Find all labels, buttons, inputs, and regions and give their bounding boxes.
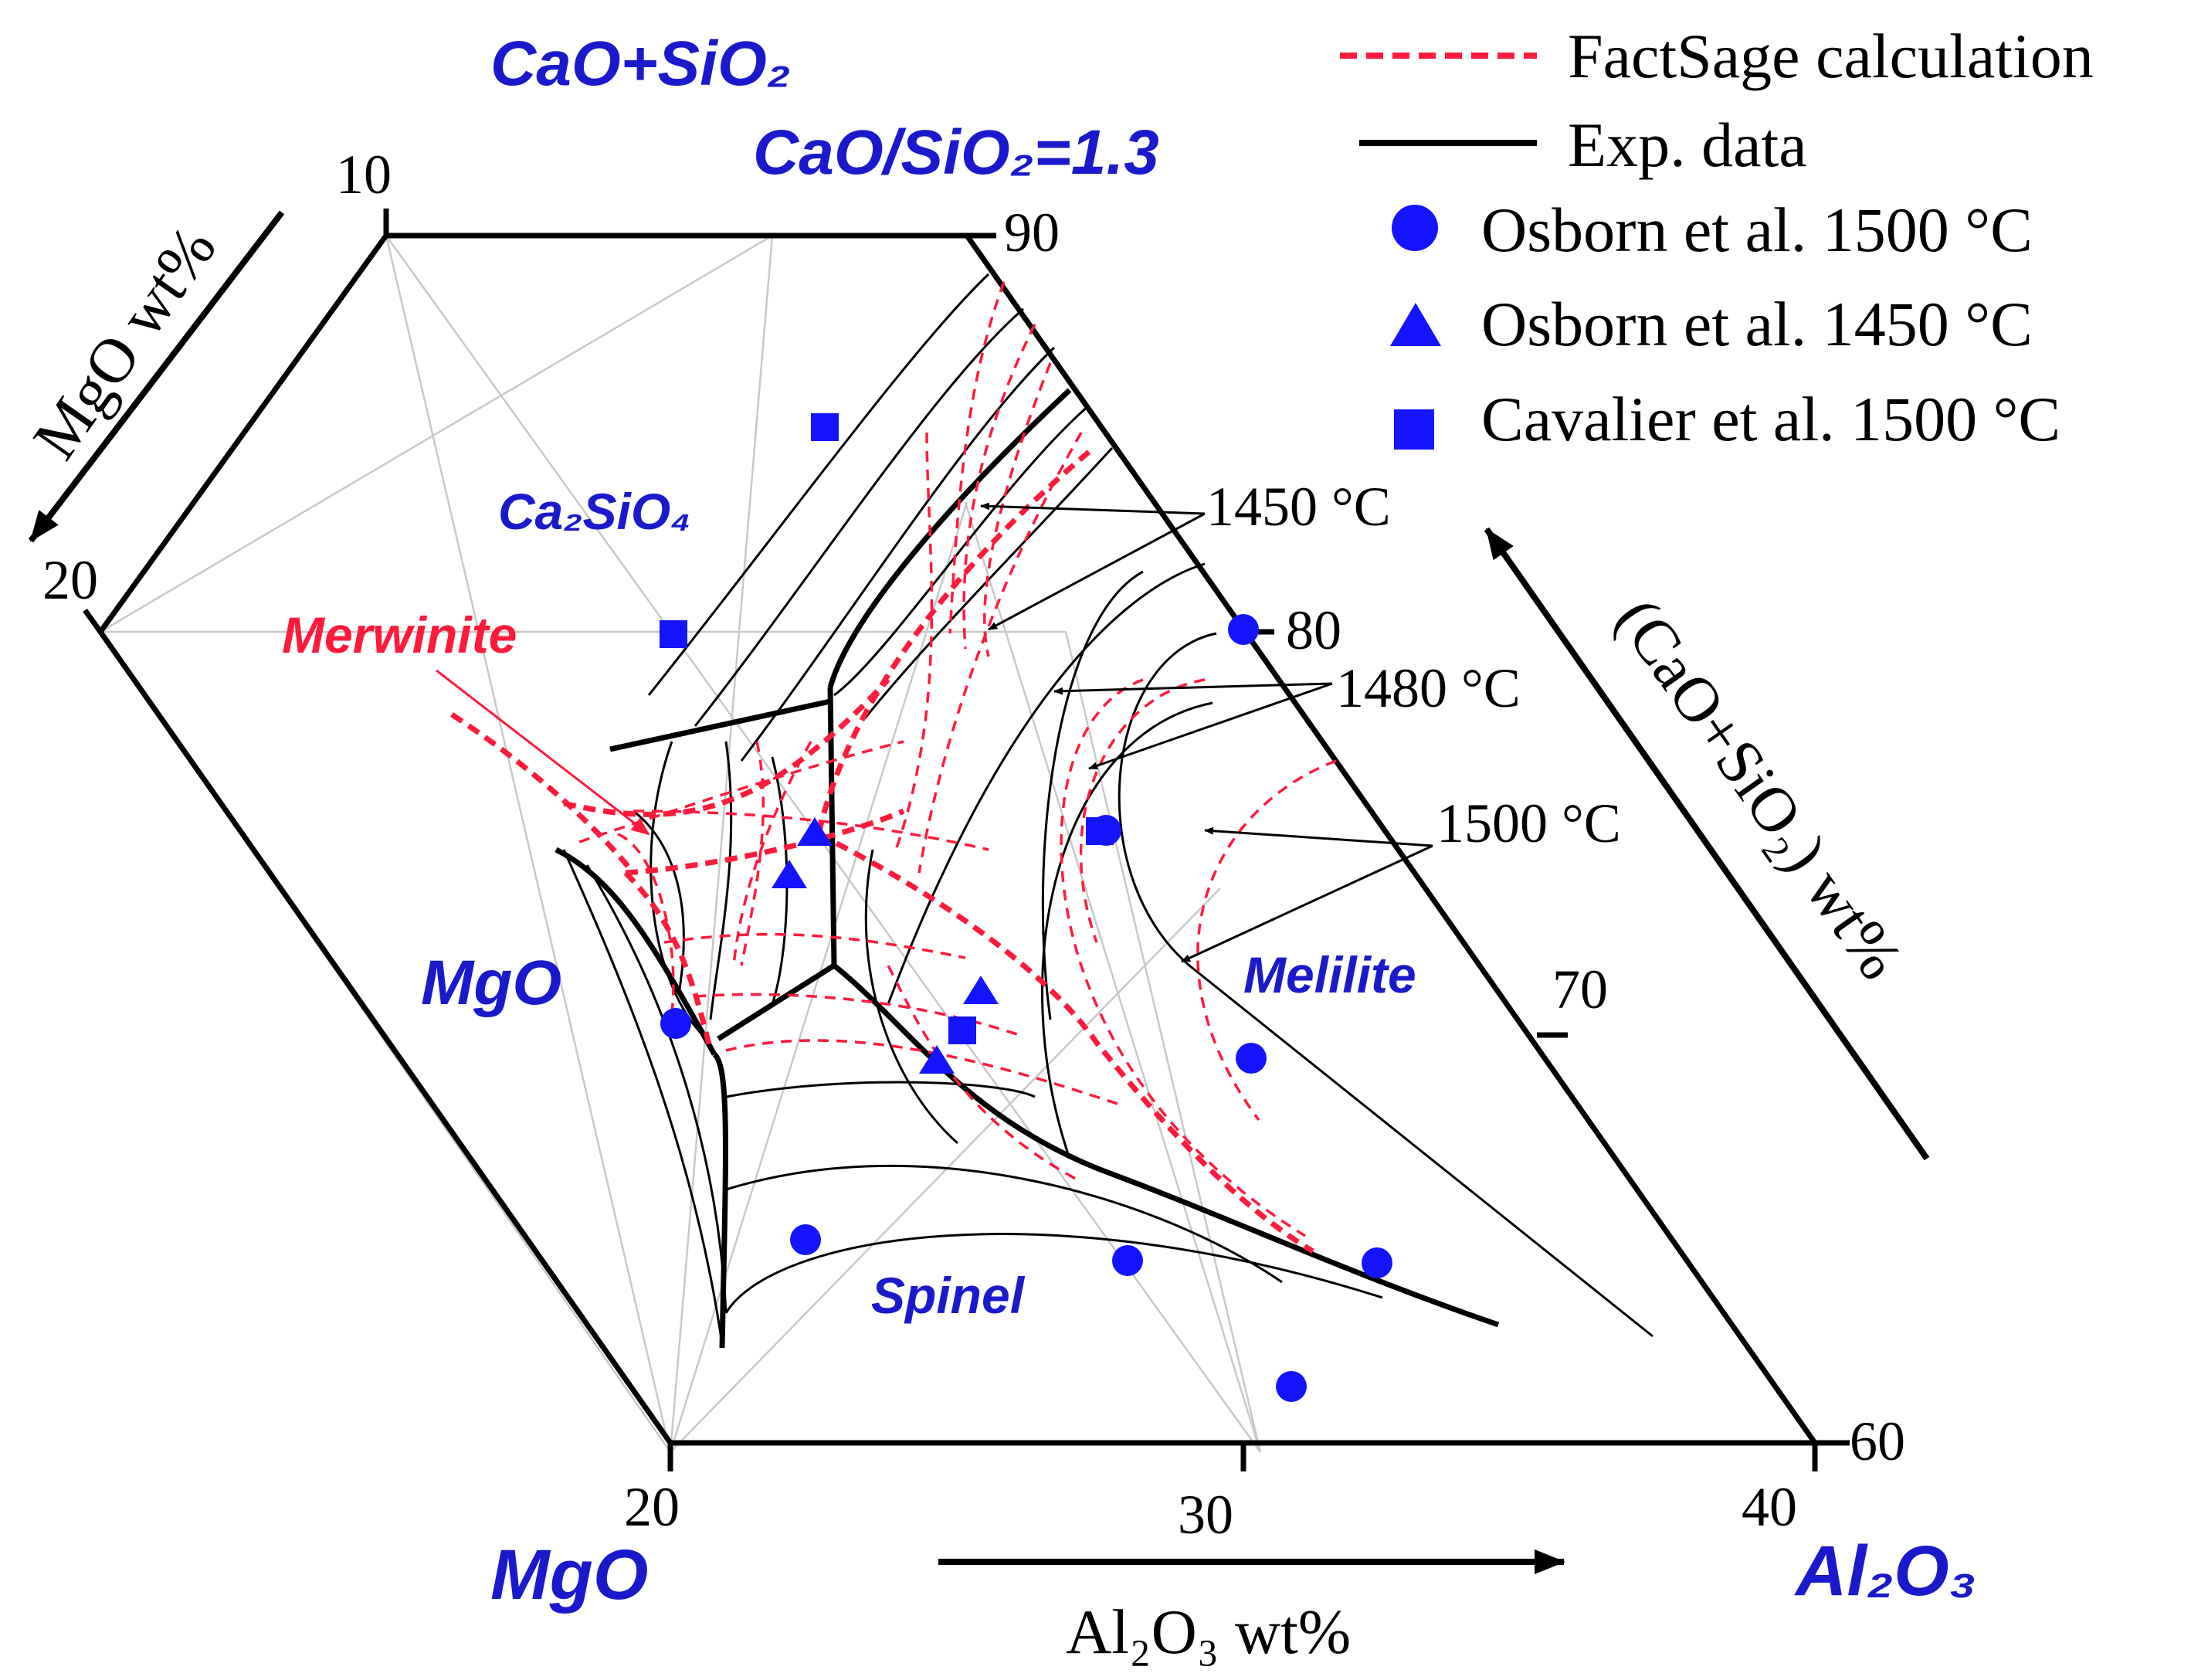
mgo-axis-arrow bbox=[28, 210, 285, 543]
osborn-1450-point bbox=[797, 817, 833, 846]
phase-spinel-label: Spinel bbox=[871, 1267, 1026, 1324]
tick-al2o3-30: 30 bbox=[1178, 1484, 1233, 1546]
al2o3-axis-title: Al₂O₃ wt% bbox=[1066, 1597, 1351, 1667]
isotherm-1480-label: 1480 °C bbox=[1336, 657, 1521, 719]
merwinite-pointer bbox=[436, 669, 650, 836]
phase-mgo-label: MgO bbox=[421, 948, 561, 1018]
osborn-1500-point bbox=[1236, 1043, 1267, 1074]
cavalier-1500-point bbox=[660, 620, 687, 648]
tick-al2o3-20: 20 bbox=[624, 1476, 680, 1538]
phase-melilite-label: Melilite bbox=[1243, 946, 1416, 1003]
tick-mgo-10: 10 bbox=[336, 144, 392, 205]
osborn-1500-point bbox=[1228, 614, 1259, 645]
cavalier-1500-point bbox=[1086, 817, 1114, 845]
mgo-axis-title: MgO wt% bbox=[19, 213, 229, 471]
tick-cs-70: 70 bbox=[1552, 959, 1608, 1020]
osborn-1500-point bbox=[660, 1008, 691, 1039]
osborn-1500-point bbox=[790, 1224, 821, 1255]
tick-mgo-20: 20 bbox=[42, 549, 98, 611]
osborn-1500-markers bbox=[660, 614, 1392, 1402]
left-corner-label: MgO bbox=[490, 1536, 648, 1614]
osborn-1500-point bbox=[1112, 1245, 1143, 1276]
osborn-1500-point bbox=[1362, 1247, 1392, 1278]
tick-cs-90: 90 bbox=[1004, 202, 1060, 263]
isotherm-1500-label: 1500 °C bbox=[1436, 792, 1621, 854]
osborn-1450-point bbox=[919, 1045, 955, 1074]
isotherm-arrows bbox=[980, 502, 1433, 963]
top-corner-ratio-label: CaO/SiO₂=1.3 bbox=[753, 117, 1159, 188]
legend-triangle-marker bbox=[1390, 303, 1441, 346]
legend-square-marker bbox=[1394, 409, 1434, 450]
cs-axis-arrow bbox=[1484, 527, 1930, 1161]
cavalier-1500-markers bbox=[660, 413, 1114, 1044]
isotherm-1450-label: 1450 °C bbox=[1206, 476, 1391, 538]
legend: FactSage calculation Exp. data Osborn et… bbox=[1340, 21, 2094, 454]
phase-merwinite-label: Merwinite bbox=[282, 606, 517, 664]
legend-cavalier1500-label: Cavalier et al. 1500 °C bbox=[1481, 384, 2060, 454]
legend-factsage-label: FactSage calculation bbox=[1568, 21, 2094, 91]
legend-osborn1500-label: Osborn et al. 1500 °C bbox=[1481, 195, 2033, 265]
legend-circle-marker bbox=[1392, 205, 1438, 251]
cs-axis-title: (CaO+SiO₂) wt% bbox=[1603, 585, 1916, 992]
tick-cs-60: 60 bbox=[1850, 1410, 1905, 1472]
osborn-1450-point bbox=[772, 860, 807, 888]
right-corner-label: Al₂O₃ bbox=[1794, 1532, 1976, 1610]
legend-exp-label: Exp. data bbox=[1568, 110, 1807, 180]
top-corner-label: CaO+SiO₂ bbox=[490, 29, 791, 99]
legend-osborn1450-label: Osborn et al. 1450 °C bbox=[1481, 289, 2033, 359]
osborn-1500-point bbox=[1276, 1371, 1307, 1402]
factsage-curves bbox=[578, 281, 1337, 1237]
experimental-bold-curves bbox=[555, 388, 1500, 1349]
osborn-1450-point bbox=[963, 976, 999, 1004]
factsage-bold-curves bbox=[450, 450, 1314, 1254]
cavalier-1500-point bbox=[948, 1016, 976, 1044]
osborn-1450-markers bbox=[772, 817, 999, 1074]
diagram-frame bbox=[83, 209, 1850, 1471]
experimental-curves bbox=[562, 273, 1653, 1345]
tick-cs-80: 80 bbox=[1286, 599, 1341, 661]
tick-al2o3-40: 40 bbox=[1742, 1476, 1797, 1538]
phase-c2s-label: Ca₂SiO₄ bbox=[498, 483, 691, 540]
cavalier-1500-point bbox=[811, 413, 839, 441]
